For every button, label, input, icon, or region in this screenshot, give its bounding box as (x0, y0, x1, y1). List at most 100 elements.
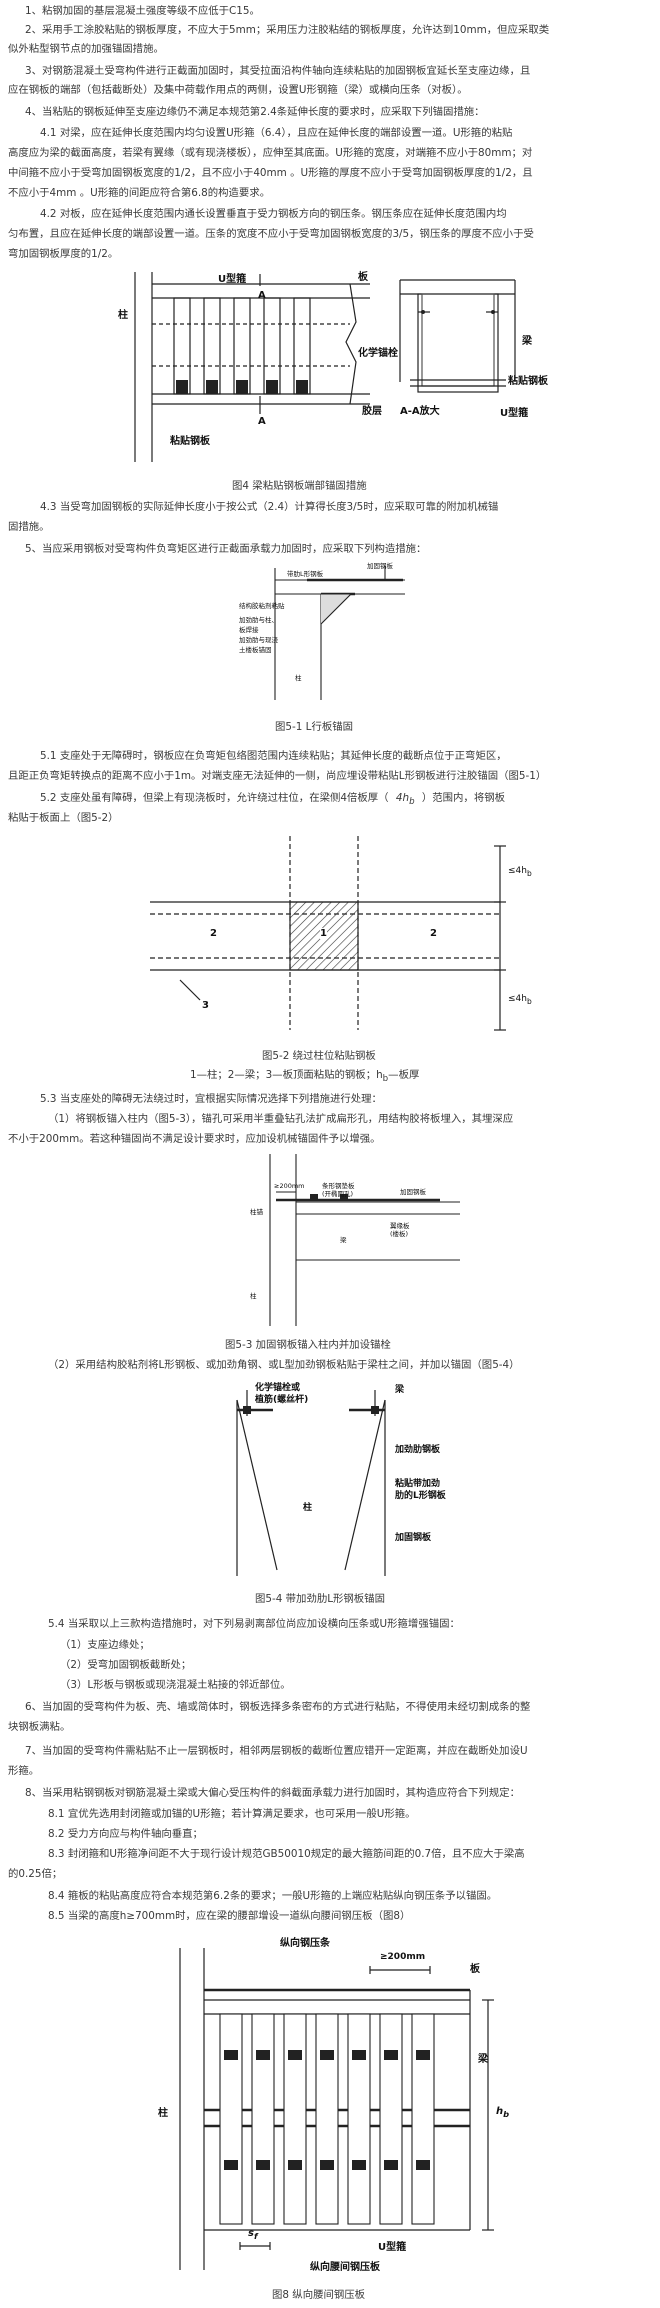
fig53-label-5: 翼缘板 (390, 1222, 410, 1230)
clause-8-2: 8.2 受力方向应与构件轴向垂直； (48, 1828, 203, 1840)
fig8-s-sub: f (253, 2231, 258, 2241)
fig8-label-s: sf (248, 2228, 258, 2241)
figure-5-1-drawing (274, 566, 405, 700)
clause-4-1-cont-3: 不应小于4mm 。U形箍的间距应符合第6.8的构造要求。 (8, 187, 271, 199)
clause-5-3-2: （2）采用结构胶粘剂将L形钢板、或加劲角钢、或L型加劲钢板粘贴于梁柱之间，并加以… (48, 1359, 520, 1371)
clause-8: 8、当采用粘钢钢板对钢筋混凝土梁或大偏心受压构件的斜截面承载力进行加固时，其构造… (25, 1787, 520, 1799)
clause-7: 7、当加固的受弯构件需粘贴不止一层钢板时，相邻两层钢板的截断位置应错开一定距离，… (25, 1745, 528, 1757)
fig51-label-2: 加固钢板 (367, 562, 393, 570)
clause-5: 5、当应采用钢板对受弯构件负弯矩区进行正截面承载力加固时，应采取下列构造措施： (25, 543, 427, 555)
figure-4-caption: 图4 梁粘贴钢板端部锚固措施 (232, 480, 367, 492)
clause-8-5: 8.5 当梁的高度h≥700mm时，应在梁的腰部增设一道纵向腰间钢压板（图8） (48, 1910, 411, 1922)
clause-4-1: 4.1 对梁，应在延伸长度范围内均匀设置U形箍（6.4），且应在延伸长度的端部设… (40, 127, 513, 139)
clause-5-4-3: （3）L形板与钢板或现浇混凝土粘接的邻近部位。 (60, 1679, 291, 1691)
fig54-label-1: 化学锚栓或 (255, 1383, 301, 1393)
fig4-label-u-hoop: U型箍 (218, 274, 247, 285)
fig4-label-steel: 粘贴钢板 (170, 436, 210, 447)
fig53-label-column: 柱 (250, 1292, 257, 1300)
fig52-note-sub: b (382, 1074, 389, 1085)
figure-5-2-caption: 图5-2 绕过柱位粘贴钢板 (262, 1050, 376, 1062)
fig54-label-6: 加固钢板 (395, 1533, 432, 1543)
fig53-label-6: (楼板) (390, 1230, 409, 1238)
fig52-note-text: 1—柱；2—梁；3—板顶面粘贴的钢板；h (190, 1069, 383, 1081)
clause-4-2-cont-2: 弯加固钢板厚度的1/2。 (8, 248, 119, 260)
fig52-dim-bottom: ≤4hb (508, 994, 532, 1006)
fig8-label-beam: 梁 (478, 2054, 488, 2065)
figure-4: 柱 U型箍 A A 板 粘贴钢板 梁 化学锚栓 胶层 粘贴钢板 A-A放大 U型… (100, 262, 560, 472)
clause-5-2-text-tail: ）范围内，将钢板 (421, 792, 505, 804)
figure-5-4-drawing (236, 1390, 386, 1576)
figure-5-2: 1 2 2 3 ≤4hb ≤4hb (140, 830, 540, 1040)
fig52-label-3: 3 (202, 1000, 209, 1011)
clause-6-cont: 块钢板满粘。 (8, 1721, 71, 1733)
clause-8-3: 8.3 封闭箍和U形箍净间距不大于现行设计规范GB50010规定的最大箍筋间距的… (48, 1848, 525, 1860)
figure-5-3-caption: 图5-3 加固钢板锚入柱内并加设锚栓 (225, 1339, 391, 1351)
figure-8-caption: 图8 纵向腰间钢压板 (272, 2289, 366, 2301)
fig51-label-column: 柱 (295, 674, 302, 682)
clause-5-3-1: （1）将钢板锚入柱内（图5-3），锚孔可采用半重叠钻孔法扩成扁形孔，用结构胶将板… (48, 1113, 514, 1125)
fig54-label-column: 柱 (303, 1503, 313, 1513)
clause-4-3-cont: 固措施。 (8, 521, 50, 533)
fig8-label-dim: ≥200mm (380, 1952, 426, 1962)
clause-5-3-1-cont: 不小于200mm。若这种锚固尚不满足设计要求时，应加设机械锚固件予以增强。 (8, 1133, 381, 1145)
clause-5-2-b: b (409, 797, 415, 808)
clause-4-2: 4.2 对板，应在延伸长度范围内通长设置垂直于受力钢板方向的钢压条。钢压条应在延… (40, 208, 507, 220)
figure-5-4-caption: 图5-4 带加劲肋L形钢板锚固 (255, 1593, 385, 1605)
fig8-h-text: h (496, 2106, 504, 2117)
fig8-label-u-hoop: U型箍 (378, 2242, 407, 2253)
fig8-label-column: 柱 (158, 2108, 168, 2119)
clause-1: 1、粘钢加固的基层混凝土强度等级不应低于C15。 (25, 5, 260, 17)
clause-2-cont: 似外粘型钢节点的加强锚固措施。 (8, 43, 164, 55)
figure-5-3-drawing (269, 1154, 460, 1326)
fig4-label-a-bottom: A (258, 416, 266, 427)
fig4-label-beam: 梁 (522, 336, 532, 347)
clause-7-cont: 形箍。 (8, 1765, 40, 1777)
clause-4-1-cont-1: 高度应为梁的截面高度，若梁有翼缘（或有现浇楼板），应伸至其底面。U形箍的宽度，对… (8, 147, 533, 159)
fig54-label-beam: 梁 (395, 1385, 405, 1395)
fig8-label-h: hb (496, 2106, 509, 2119)
figure-5-2-drawing (150, 836, 506, 1031)
fig4-label-column: 柱 (118, 310, 128, 321)
clause-5-4: 5.4 当采取以上三款构造措施时，对下列易剥离部位尚应加设横向压条或U形箍增强锚… (48, 1618, 460, 1630)
clause-5-4-1: （1）支座边缘处； (60, 1639, 150, 1651)
clause-8-4: 8.4 箍板的粘贴高度应符合本规范第6.2条的要求；一般U形箍的上端应粘贴纵向钢… (48, 1890, 498, 1902)
figure-5-1: 带肋L形钢板 加固钢板 结构胶粘剂粘贴 加劲肋与柱、 板焊接 加劲肋与现浇 土楼… (235, 560, 435, 710)
clause-3-cont: 应在钢板的端部（包括截断处）及集中荷载作用点的两侧，设置U形钢箍（梁）或横向压条… (8, 84, 468, 96)
fig4-label-aa: A-A放大 (400, 406, 440, 417)
fig53-label-1: 条形钢垫板 (322, 1182, 355, 1190)
fig51-label-7: 土楼板锚固 (239, 646, 272, 654)
fig8-label-top: 纵向钢压条 (280, 1938, 330, 1949)
fig51-label-3: 结构胶粘剂粘贴 (239, 602, 285, 610)
clause-5-4-2: （2）受弯加固钢板截断处； (60, 1659, 192, 1671)
fig51-label-4: 加劲肋与柱、 (239, 616, 278, 624)
fig54-label-5: 肋的L形钢板 (395, 1491, 446, 1501)
clause-4-1-cont-2: 中间箍不应小于受弯加固钢板宽度的1/2，且不应小于40mm 。U形箍的厚度不应小… (8, 167, 533, 179)
fig54-label-4: 粘贴带加劲 (395, 1479, 441, 1489)
clause-4-2-cont-1: 匀布置，且应在延伸长度的端部设置一道。压条的宽度不应小于受弯加固钢板宽度的3/5… (8, 228, 534, 240)
fig8-s-text: s (248, 2228, 254, 2239)
clause-5-2-4h: 4h (395, 792, 410, 804)
fig53-label-beam: 梁 (340, 1236, 347, 1244)
figure-4-drawing (134, 272, 516, 462)
clause-5-2-4hb: 4hb (395, 792, 415, 808)
fig52-label-1: 1 (320, 928, 327, 939)
figure-5-2-note: 1—柱；2—梁；3—板顶面粘贴的钢板；hb—板厚 (190, 1066, 419, 1084)
fig8-h-sub: b (503, 2109, 510, 2119)
clause-4-3: 4.3 当受弯加固钢板的实际延伸长度小于按公式（2.4）计算得长度3/5时，应采… (40, 501, 499, 513)
fig4-label-anchor: 化学锚栓 (358, 348, 398, 359)
fig52-label-2a: 2 (210, 928, 217, 939)
clause-5-2: 5.2 支座处虽有障碍，但梁上有现浇板时，允许绕过柱位，在梁侧4倍板厚（ 4hb… (40, 789, 505, 811)
figure-5-3: 条形钢垫板 (开椭圆孔) 加固钢板 ≥200mm 柱锚 翼缘板 (楼板) 梁 柱 (230, 1150, 470, 1330)
clause-5-2-text: 5.2 支座处虽有障碍，但梁上有现浇板时，允许绕过柱位，在梁侧4倍板厚（ (40, 792, 389, 804)
fig54-label-2: 植筋(螺丝杆) (255, 1395, 309, 1405)
fig52-dim-top: ≤4hb (508, 866, 532, 878)
fig53-label-2: 加固钢板 (400, 1188, 426, 1196)
fig53-label-4: 柱锚 (250, 1208, 263, 1216)
fig52-dim-top-text: ≤4h (508, 866, 527, 876)
figure-8-drawing (179, 1948, 494, 2270)
clause-5-3: 5.3 当支座处的障碍无法绕过时，宜根据实际情况选择下列措施进行处理： (40, 1093, 382, 1105)
fig51-label-6: 加劲肋与现浇 (239, 636, 278, 644)
fig51-label-5: 板焊接 (239, 626, 259, 634)
fig8-label-waist: 纵向腰间钢压板 (310, 2262, 380, 2273)
fig4-label-u-hoop-2: U型箍 (500, 408, 529, 419)
